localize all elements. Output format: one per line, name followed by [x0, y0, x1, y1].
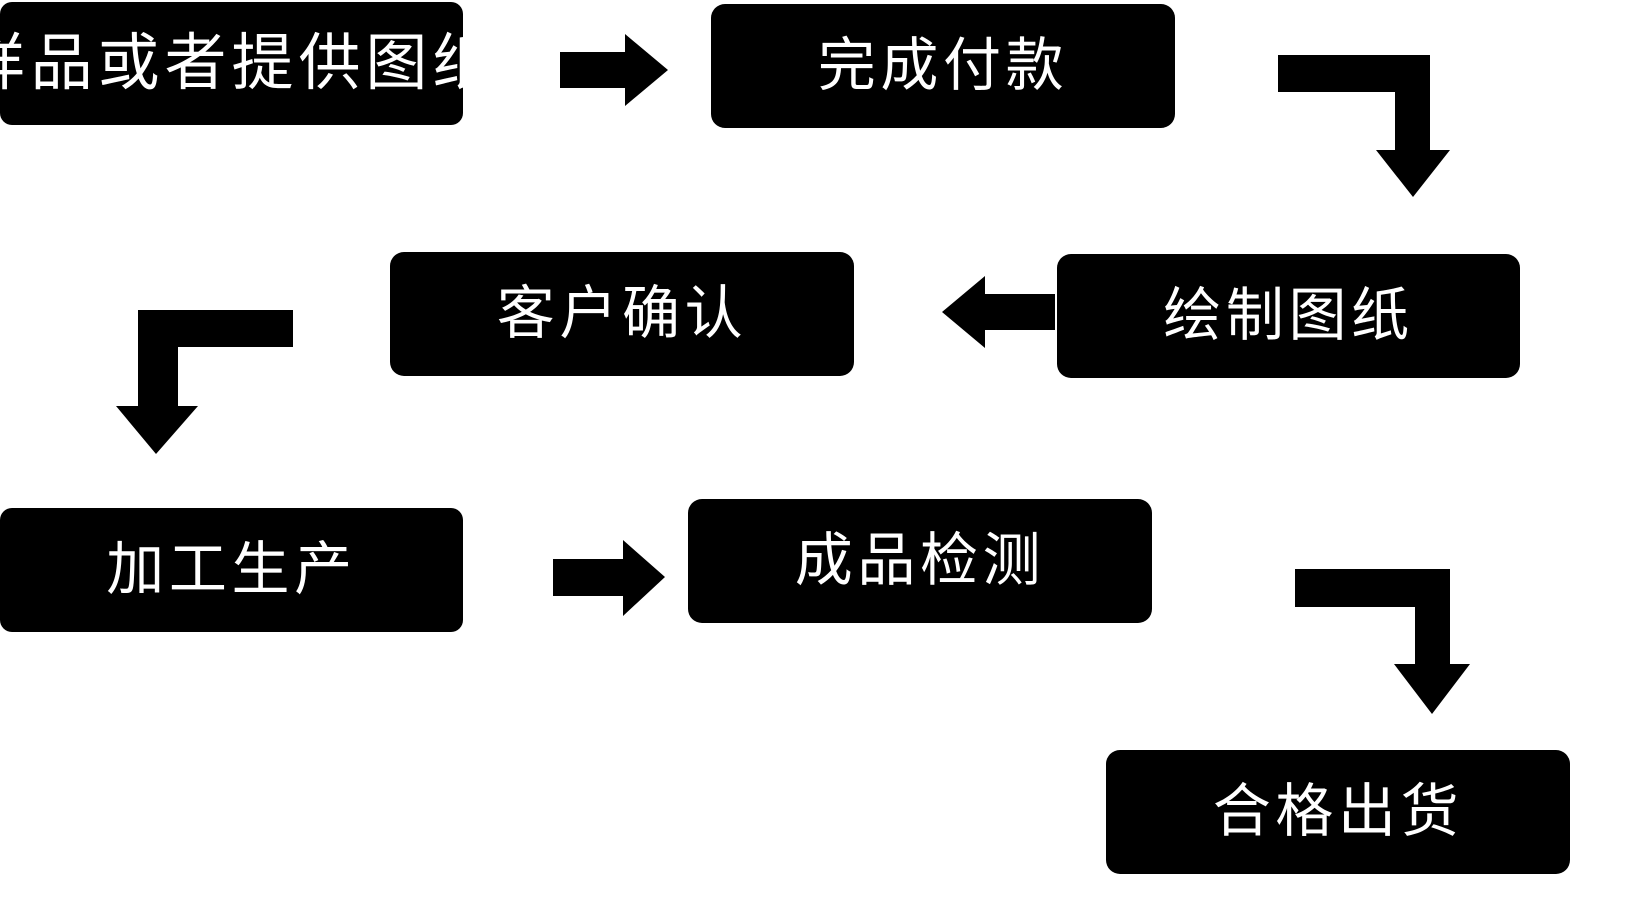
arrow-production-to-inspection — [535, 532, 675, 622]
flow-node-production[interactable]: 加工生产 — [0, 508, 463, 632]
flow-node-inspection-label: 成品检测 — [794, 528, 1046, 593]
flow-node-inspection[interactable]: 成品检测 — [688, 499, 1152, 623]
flow-node-production-label: 加工生产 — [106, 537, 357, 602]
flow-node-drawing[interactable]: 绘制图纸 — [1057, 254, 1520, 378]
flow-node-sample[interactable]: 样品或者提供图纸 — [0, 2, 494, 125]
flow-node-shipment[interactable]: 合格出货 — [1106, 750, 1570, 874]
flow-node-shipment-label: 合格出货 — [1212, 779, 1464, 844]
arrow-payment-to-drawing — [1265, 42, 1465, 212]
flow-node-confirm-label: 客户确认 — [496, 281, 748, 346]
arrow-sample-to-payment — [540, 30, 680, 110]
flow-node-payment[interactable]: 完成付款 — [711, 4, 1175, 128]
flow-node-sample-label: 样品或者提供图纸 — [0, 28, 500, 98]
flow-node-drawing-label: 绘制图纸 — [1163, 283, 1414, 348]
arrow-drawing-to-confirm — [930, 272, 1070, 352]
flow-node-confirm[interactable]: 客户确认 — [390, 252, 854, 376]
arrow-inspection-to-shipment — [1282, 556, 1482, 726]
arrow-confirm-to-production — [108, 296, 308, 466]
flow-node-payment-label: 完成付款 — [817, 33, 1069, 98]
